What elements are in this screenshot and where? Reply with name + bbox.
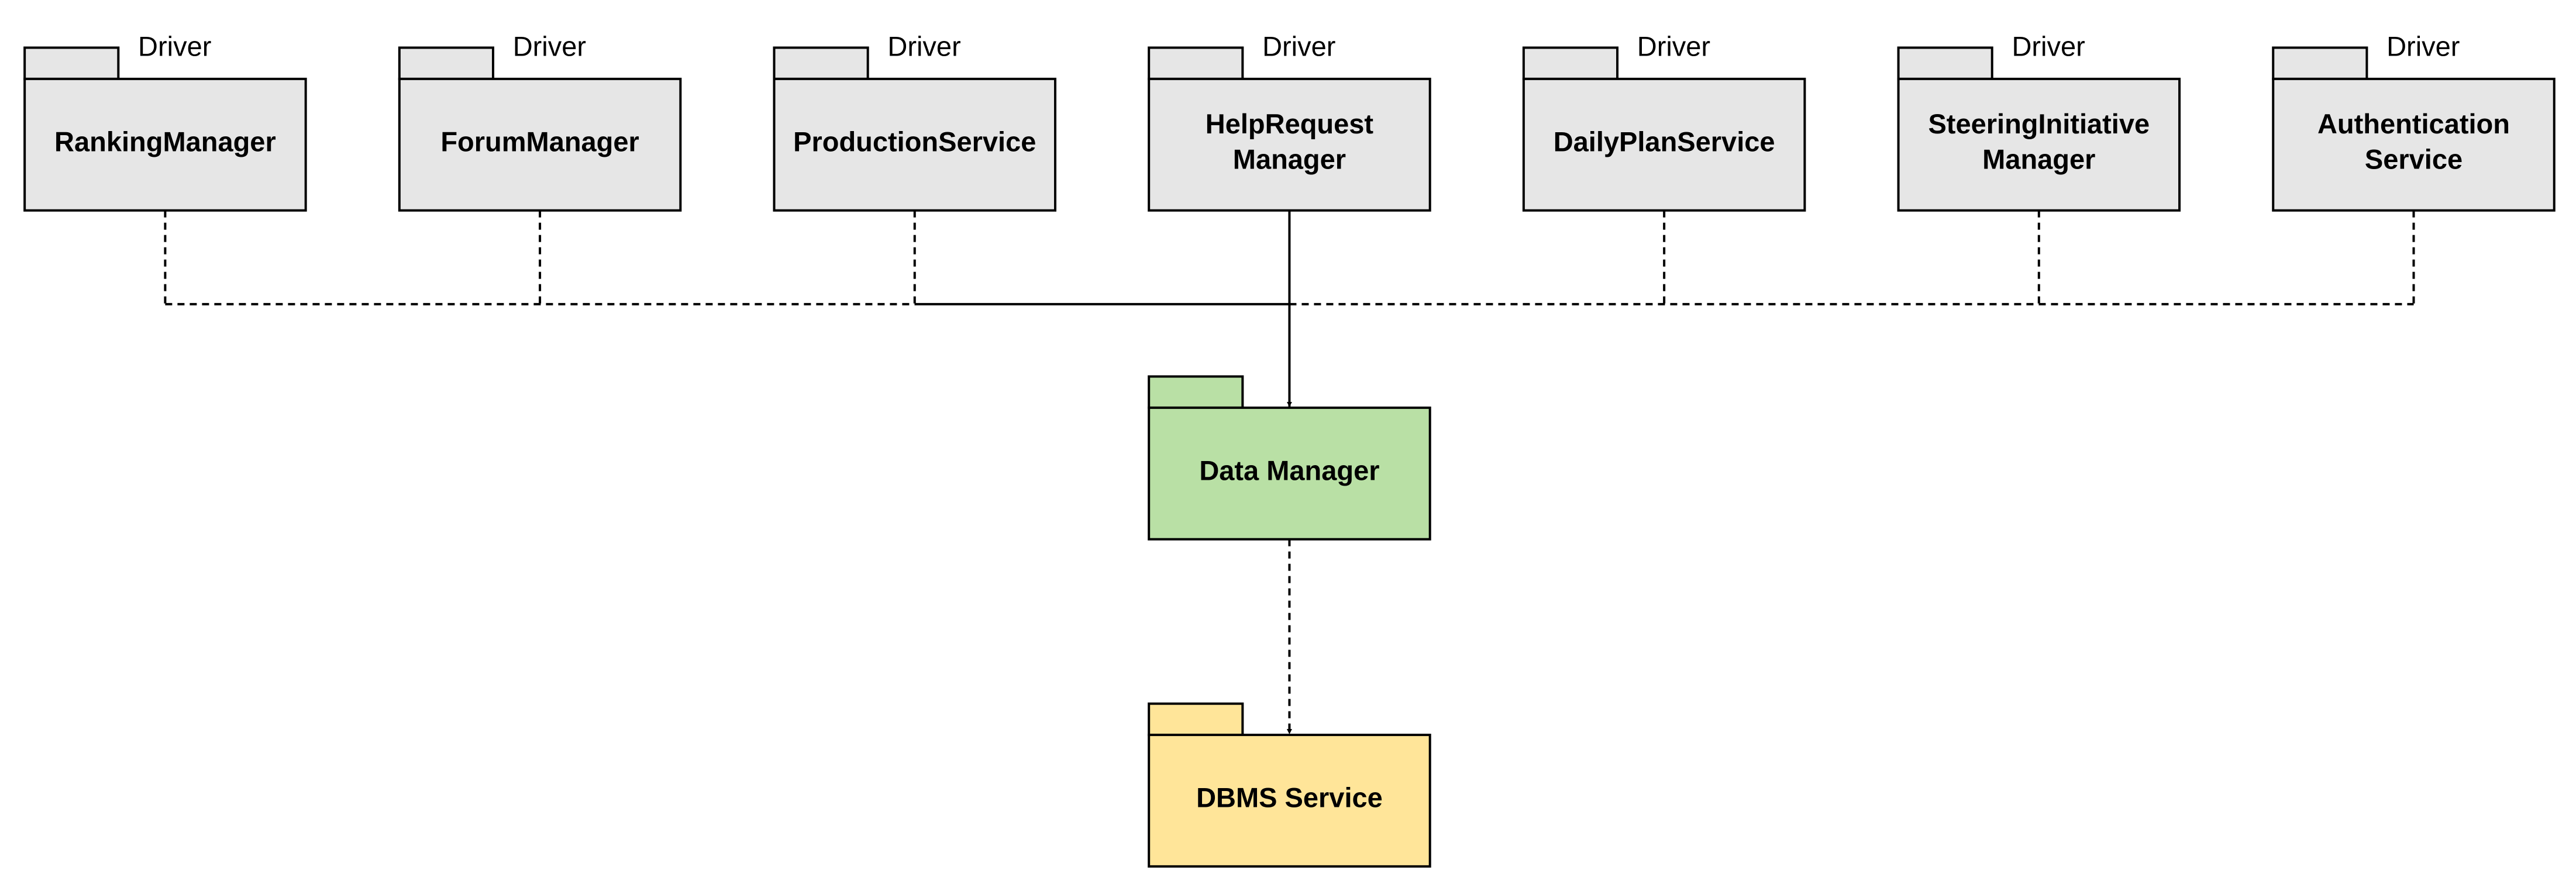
package-tab [1522, 46, 1619, 80]
package-dbms-service[interactable]: DBMS Service [1148, 702, 1431, 868]
package-stereotype: Driver [1262, 31, 1335, 62]
package-name-line-1: HelpRequest [1206, 108, 1374, 139]
package-body [1148, 734, 1431, 868]
package-tab [1148, 375, 1244, 409]
package-data-manager[interactable]: Data Manager [1148, 375, 1431, 541]
package-stereotype: Driver [1637, 31, 1710, 62]
package-tab [773, 46, 869, 80]
package-name-line-2: Service [2365, 144, 2463, 175]
package-name: Data Manager [1199, 455, 1379, 486]
package-body [398, 77, 682, 212]
package-name-line-2: Manager [1982, 144, 2095, 175]
package-stereotype: Driver [887, 31, 960, 62]
package-help-request-manager[interactable]: Driver HelpRequest Manager [1148, 31, 1431, 212]
package-forum-manager[interactable]: Driver ForumManager [398, 31, 682, 212]
driver-packages: Driver RankingManager Driver ForumManage… [23, 31, 2556, 212]
package-authentication-service[interactable]: Driver Authentication Service [2272, 31, 2556, 212]
package-name: ForumManager [440, 126, 639, 157]
package-name-line-1: Authentication [2317, 108, 2510, 139]
package-body [1897, 77, 2181, 212]
package-name: RankingManager [54, 126, 276, 157]
package-body [23, 77, 307, 212]
package-name-line-2: Manager [1233, 144, 1346, 175]
package-name: DBMS Service [1196, 782, 1383, 813]
package-tab [398, 46, 495, 80]
package-body [1148, 77, 1431, 212]
package-name: ProductionService [793, 126, 1036, 157]
package-daily-plan-service[interactable]: Driver DailyPlanService [1522, 31, 1806, 212]
package-body [773, 77, 1057, 212]
package-body [1522, 77, 1806, 212]
package-body [1148, 406, 1431, 541]
package-stereotype: Driver [2386, 31, 2460, 62]
package-stereotype: Driver [138, 31, 211, 62]
package-ranking-manager[interactable]: Driver RankingManager [23, 31, 307, 212]
package-tab [1148, 702, 1244, 737]
package-tab [1897, 46, 1993, 80]
package-tab [1148, 46, 1244, 80]
package-name-line-1: SteeringInitiative [1928, 108, 2150, 139]
package-tab [2272, 46, 2368, 80]
package-stereotype: Driver [513, 31, 586, 62]
package-tab [23, 46, 120, 80]
connectors [164, 210, 2415, 734]
package-body [2272, 77, 2556, 212]
package-stereotype: Driver [2012, 31, 2085, 62]
package-name: DailyPlanService [1554, 126, 1775, 157]
package-steering-initiative-manager[interactable]: Driver SteeringInitiative Manager [1897, 31, 2181, 212]
package-production-service[interactable]: Driver ProductionService [773, 31, 1057, 212]
